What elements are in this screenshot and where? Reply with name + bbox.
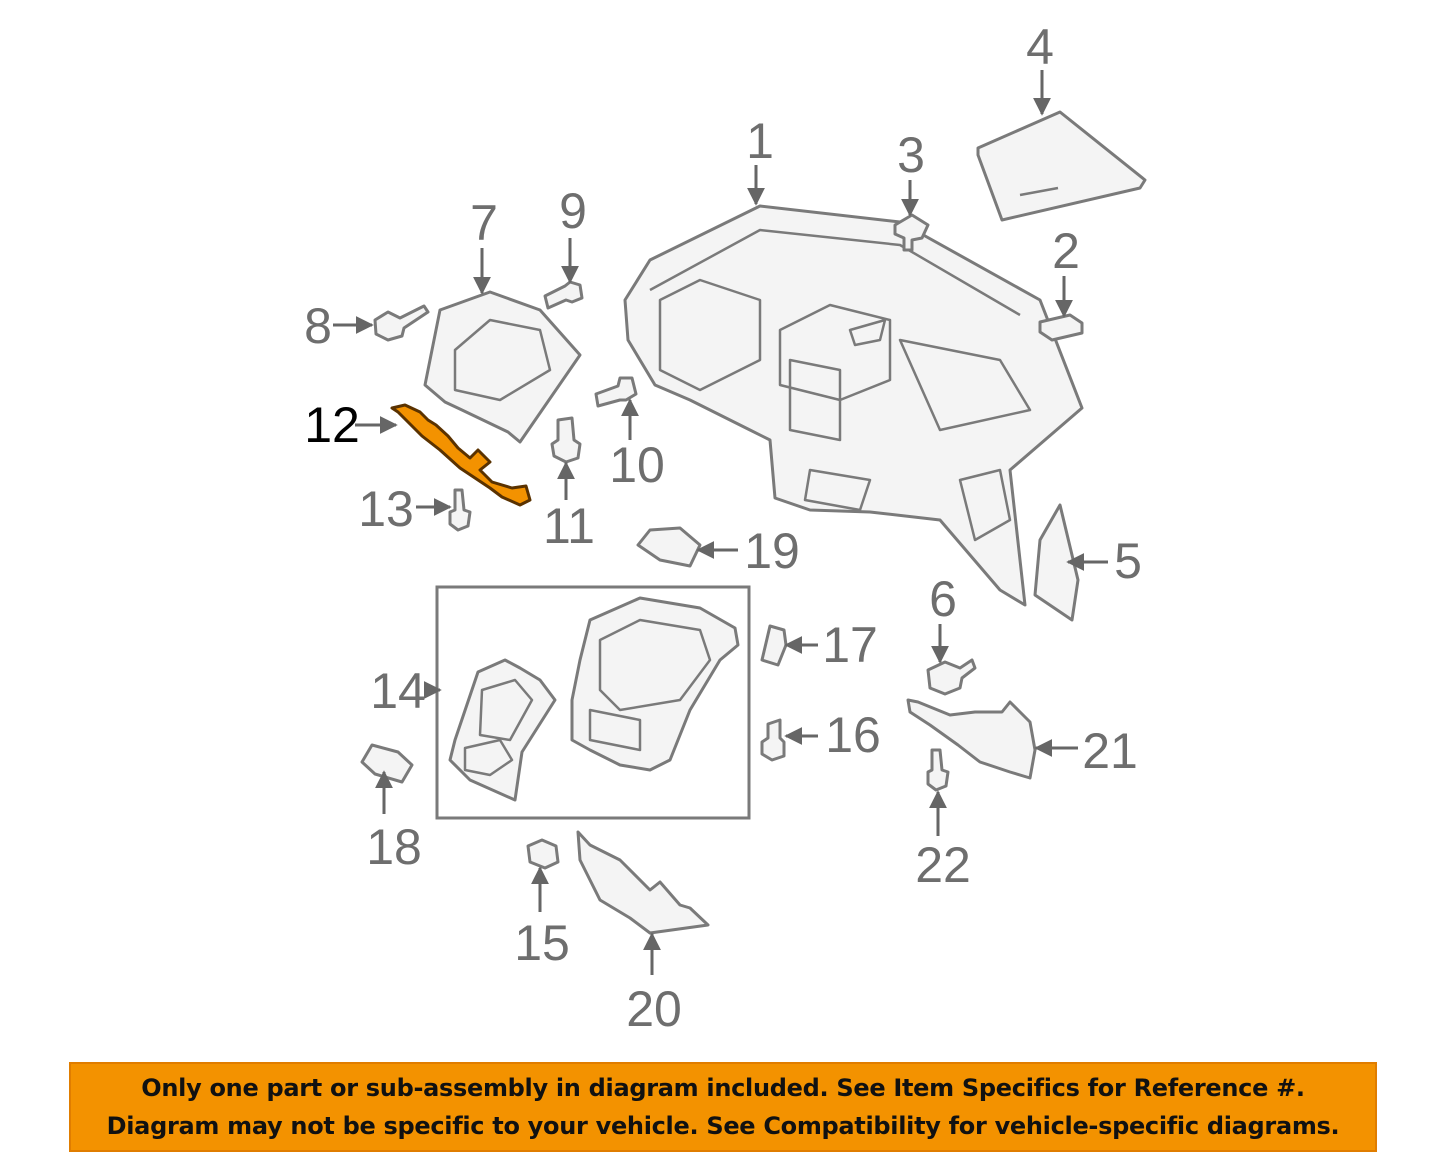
part-5-end-trim [1033, 503, 1080, 622]
callout-11: 11 [543, 498, 595, 554]
callout-15: 15 [514, 915, 570, 971]
callout-22: 22 [915, 837, 971, 893]
part-19-vent [636, 526, 702, 568]
part-15-nut [526, 838, 560, 870]
part-20-lower-trim [576, 830, 710, 935]
callout-13: 13 [358, 481, 414, 537]
part-13-push-pin [448, 488, 472, 532]
callout-3: 3 [897, 127, 925, 183]
callout-labels: 1 2 3 4 5 6 7 8 9 10 11 12 13 14 15 16 1… [304, 19, 1142, 1037]
callout-12: 12 [304, 397, 360, 453]
part-17-clip [760, 624, 788, 667]
part-1-instrument-panel [623, 204, 1084, 607]
part-14-box [435, 585, 751, 820]
callout-4: 4 [1026, 19, 1054, 75]
callout-1: 1 [746, 113, 774, 169]
part-18-clip [360, 743, 414, 784]
part-16-bolt [760, 718, 786, 762]
callout-16: 16 [825, 707, 881, 763]
part-22-push-pin [926, 748, 950, 792]
part-3-bolt [893, 213, 930, 252]
part-9-screw [543, 280, 584, 310]
disclaimer-line-1: Only one part or sub-assembly in diagram… [141, 1074, 1305, 1102]
parts-diagram: 1 2 3 4 5 6 7 8 9 10 11 12 13 14 15 16 1… [304, 19, 1147, 1037]
disclaimer-banner: Only one part or sub-assembly in diagram… [69, 1062, 1377, 1152]
callout-19: 19 [744, 523, 800, 579]
callout-17: 17 [822, 617, 878, 673]
callout-14: 14 [370, 663, 426, 719]
part-8-bolt [373, 304, 430, 342]
callout-8: 8 [304, 298, 332, 354]
callout-20: 20 [626, 981, 682, 1037]
callout-2: 2 [1052, 223, 1080, 279]
callout-10: 10 [609, 437, 665, 493]
part-11-bolt [550, 416, 582, 464]
part-7-cluster-bezel [423, 290, 582, 444]
callout-9: 9 [559, 183, 587, 239]
leader-arrows [333, 70, 1108, 975]
part-14-center-bezel [570, 596, 740, 772]
callout-6: 6 [929, 571, 957, 627]
part-12-bracket [390, 403, 532, 507]
callout-5: 5 [1114, 533, 1142, 589]
disclaimer-line-2: Diagram may not be specific to your vehi… [106, 1112, 1340, 1140]
part-14-bezel-small [448, 658, 557, 802]
part-6-bolt [926, 658, 977, 696]
callout-18: 18 [366, 819, 422, 875]
part-21-bracket [906, 698, 1037, 780]
callout-7: 7 [470, 195, 498, 251]
part-4-panel [976, 110, 1147, 222]
callout-21: 21 [1082, 723, 1138, 779]
